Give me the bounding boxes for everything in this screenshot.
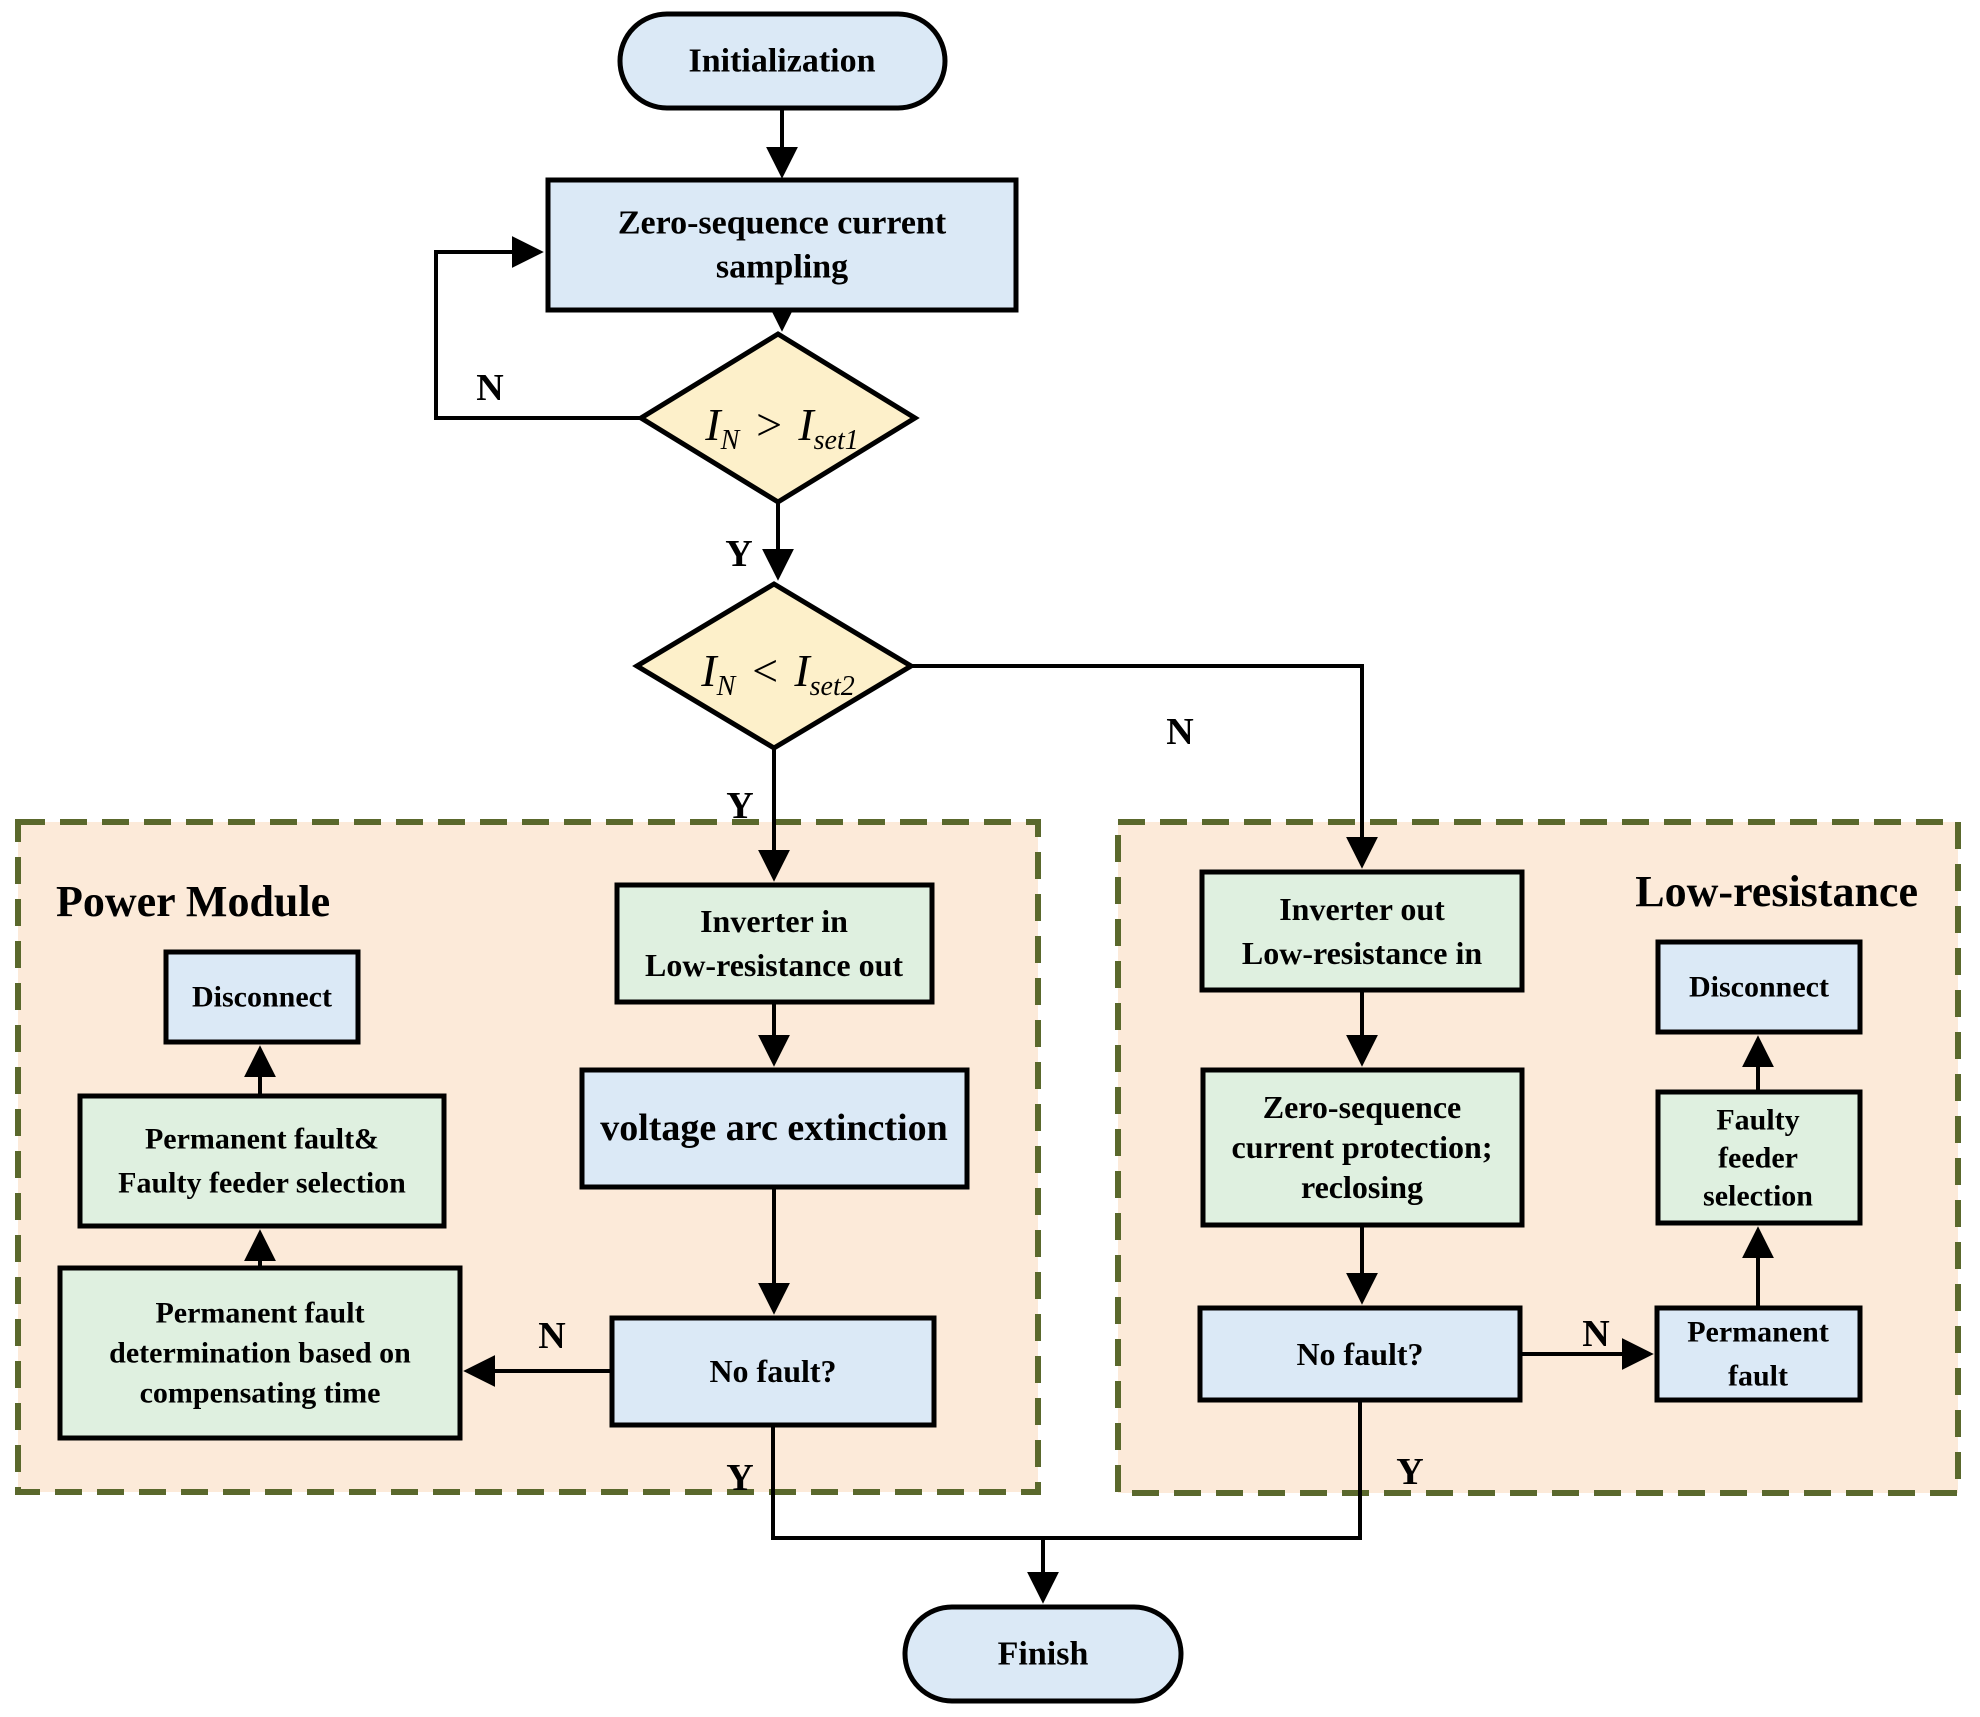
process-permanent-fault-selection: [77, 1093, 447, 1229]
terminal-finish-label: Finish: [998, 1636, 1089, 1673]
process-inverter-out-line1: Inverter out: [1279, 891, 1445, 927]
process-inverter-in-line1: Inverter in: [700, 903, 848, 939]
process-faulty-feeder-selection: [1655, 1089, 1863, 1226]
edge-decision1-no-loop: [434, 236, 641, 420]
process-inverter-out: [1199, 869, 1525, 993]
label-no-nofault-left: N: [538, 1315, 565, 1357]
process-faulty-feeder-selection-line1: Faulty: [1716, 1104, 1799, 1137]
label-yes-decision1: Y: [725, 533, 752, 575]
process-permanent-fault-determination-line2: determination based on: [109, 1337, 411, 1370]
process-permanent-fault-determination: [57, 1265, 463, 1441]
low-resistance-title: Low-resistance: [1635, 867, 1918, 916]
process-inverter-out-line2: Low-resistance in: [1242, 935, 1482, 971]
decision-no-fault-right: [1197, 1305, 1523, 1403]
label-yes-nofault-right: Y: [1396, 1451, 1423, 1493]
edge-nofaultleft-yes: [771, 1425, 1043, 1540]
process-disconnect-left-label: Disconnect: [192, 981, 332, 1014]
process-voltage-arc-extinction: [579, 1067, 970, 1190]
label-no-decision2: N: [1166, 711, 1193, 753]
process-voltage-arc-extinction-label: voltage arc extinction: [600, 1107, 948, 1149]
power-module-title: Power Module: [56, 877, 330, 926]
process-permanent-fault-selection-line2: Faulty feeder selection: [118, 1167, 406, 1200]
process-disconnect-right-label: Disconnect: [1689, 971, 1829, 1004]
decision-in-lt-iset2-label: IN<Iset2: [700, 645, 855, 702]
terminal-initialization: [617, 11, 948, 111]
label-no-decision1: N: [476, 367, 503, 409]
decision-no-fault-right-label: No fault?: [1296, 1336, 1423, 1372]
process-permanent-fault-line2: fault: [1728, 1360, 1788, 1393]
process-faulty-feeder-selection-line2: feeder: [1718, 1142, 1798, 1175]
process-permanent-fault-determination-line1: Permanent fault: [155, 1297, 364, 1330]
decision-in-gt-iset1-label: IN>Iset1: [704, 399, 859, 456]
process-sampling-line2: sampling: [716, 249, 848, 286]
terminal-initialization-label: Initialization: [688, 43, 875, 80]
process-sampling-line1: Zero-sequence current: [618, 205, 947, 242]
process-disconnect-left: [163, 949, 361, 1045]
process-faulty-feeder-selection-line3: selection: [1703, 1180, 1813, 1213]
process-permanent-fault: [1654, 1305, 1863, 1403]
process-zero-seq-protection-line2: current protection;: [1232, 1129, 1493, 1165]
process-inverter-in-line2: Low-resistance out: [645, 947, 903, 983]
process-disconnect-right: [1655, 939, 1863, 1035]
decision-no-fault-left: [609, 1315, 937, 1428]
edge-decision2-no: [911, 664, 1378, 869]
process-zero-seq-protection-line3: reclosing: [1301, 1169, 1423, 1205]
decision-no-fault-left-label: No fault?: [709, 1353, 836, 1389]
label-yes-nofault-left: Y: [726, 1457, 753, 1499]
process-permanent-fault-selection-line1: Permanent fault&: [145, 1123, 379, 1156]
edge-nofaultright-yes: [1043, 1400, 1362, 1540]
process-zero-seq-protection-line1: Zero-sequence: [1263, 1089, 1461, 1125]
decision-in-lt-iset2: [632, 581, 916, 751]
process-permanent-fault-line1: Permanent: [1687, 1316, 1829, 1349]
process-zero-seq-protection: [1200, 1067, 1525, 1228]
label-yes-decision2: Y: [726, 785, 753, 827]
process-sampling: [545, 177, 1019, 313]
label-no-nofault-right: N: [1582, 1313, 1609, 1355]
terminal-finish: [902, 1604, 1184, 1704]
process-inverter-in: [614, 882, 935, 1005]
process-permanent-fault-determination-line3: compensating time: [140, 1377, 381, 1410]
decision-in-gt-iset1: [636, 331, 920, 505]
